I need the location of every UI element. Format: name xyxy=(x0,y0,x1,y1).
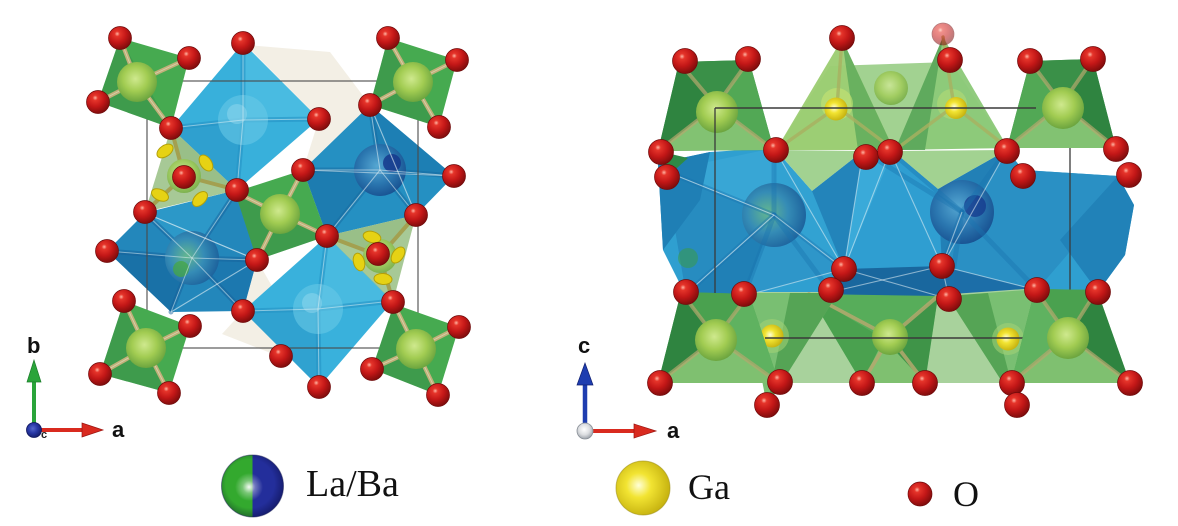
svg-text:O: O xyxy=(953,474,979,514)
svg-text:La/Ba: La/Ba xyxy=(306,463,399,505)
svg-text:c: c xyxy=(578,333,590,358)
svg-text:Ga: Ga xyxy=(688,467,730,507)
svg-text:a: a xyxy=(112,417,125,442)
svg-text:a: a xyxy=(667,418,680,443)
svg-text:c: c xyxy=(41,429,47,441)
svg-text:b: b xyxy=(27,333,40,358)
